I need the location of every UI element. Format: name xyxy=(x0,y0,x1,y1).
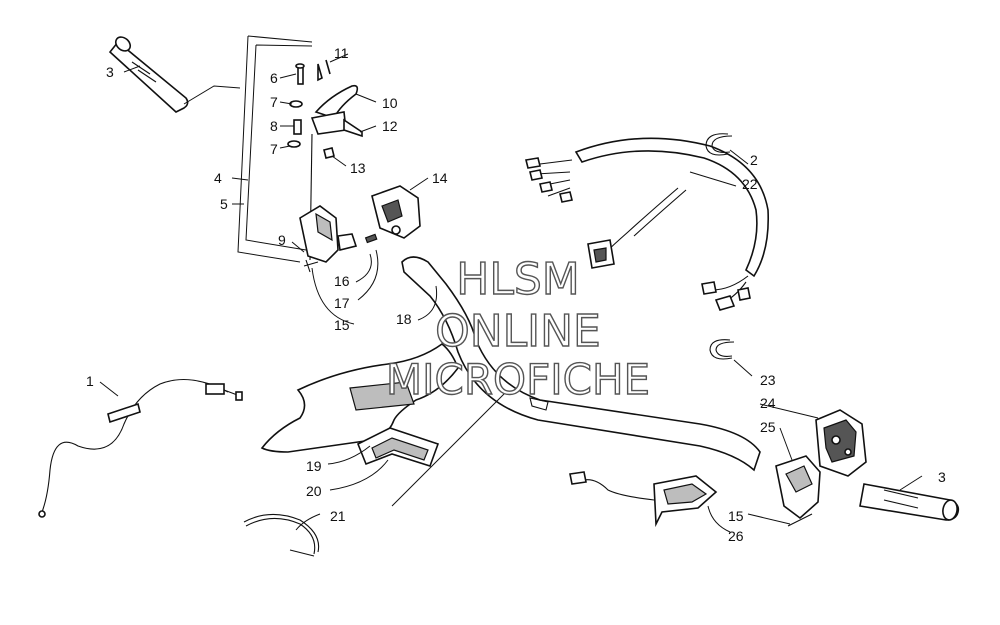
brake-lever-assembly xyxy=(309,84,363,261)
wiring-harness xyxy=(525,137,770,311)
handlebar xyxy=(391,256,761,507)
bracket-lines xyxy=(237,35,313,263)
callout-5: 5 xyxy=(220,196,228,212)
callout-2: 2 xyxy=(750,152,758,168)
callout-23: 23 xyxy=(760,372,776,388)
watermark: HLSM ONLINE MICROFICHE xyxy=(385,253,651,404)
callout-14: 14 xyxy=(432,170,448,186)
callout-20: 20 xyxy=(306,483,322,499)
callout-1: 1 xyxy=(86,373,94,389)
callout-24: 24 xyxy=(760,395,776,411)
switch-housing xyxy=(371,185,421,239)
callout-4: 4 xyxy=(214,170,222,186)
callout-21: 21 xyxy=(330,508,346,524)
callout-25: 25 xyxy=(760,419,776,435)
right-control-housing xyxy=(775,409,867,527)
leader-lines xyxy=(123,53,923,533)
callout-9: 9 xyxy=(278,232,286,248)
left-grip xyxy=(108,36,241,113)
throttle-housing xyxy=(299,205,378,273)
clip xyxy=(243,513,320,557)
callout-22: 22 xyxy=(742,176,758,192)
callout-26: 26 xyxy=(728,528,744,544)
callout-7-upper: 7 xyxy=(270,94,278,110)
callout-15-left: 15 xyxy=(334,317,350,333)
callout-13: 13 xyxy=(350,160,366,176)
callout-3-left: 3 xyxy=(106,64,114,80)
heater-element xyxy=(569,471,718,528)
callout-7-lower: 7 xyxy=(270,141,278,157)
callout-3-right: 3 xyxy=(938,469,946,485)
callout-17: 17 xyxy=(334,295,350,311)
right-grip xyxy=(859,483,960,521)
callout-18: 18 xyxy=(396,311,412,327)
callout-6: 6 xyxy=(270,70,278,86)
handlebar-pad xyxy=(260,342,459,467)
watermark-line-1: HLSM xyxy=(456,254,580,305)
callout-labels: 1 2 3 3 4 5 6 7 8 7 9 10 11 12 13 14 15 … xyxy=(86,45,946,544)
callout-11: 11 xyxy=(334,45,349,61)
throttle-cable xyxy=(38,379,243,518)
rings xyxy=(705,133,753,377)
callout-15-right: 15 xyxy=(728,508,744,524)
callout-16: 16 xyxy=(334,273,350,289)
watermark-line-2: ONLINE xyxy=(435,306,601,357)
callout-19: 19 xyxy=(306,458,322,474)
watermark-line-3: MICROFICHE xyxy=(386,355,650,404)
callout-12: 12 xyxy=(382,118,398,134)
callout-8: 8 xyxy=(270,118,278,134)
callout-10: 10 xyxy=(382,95,398,111)
